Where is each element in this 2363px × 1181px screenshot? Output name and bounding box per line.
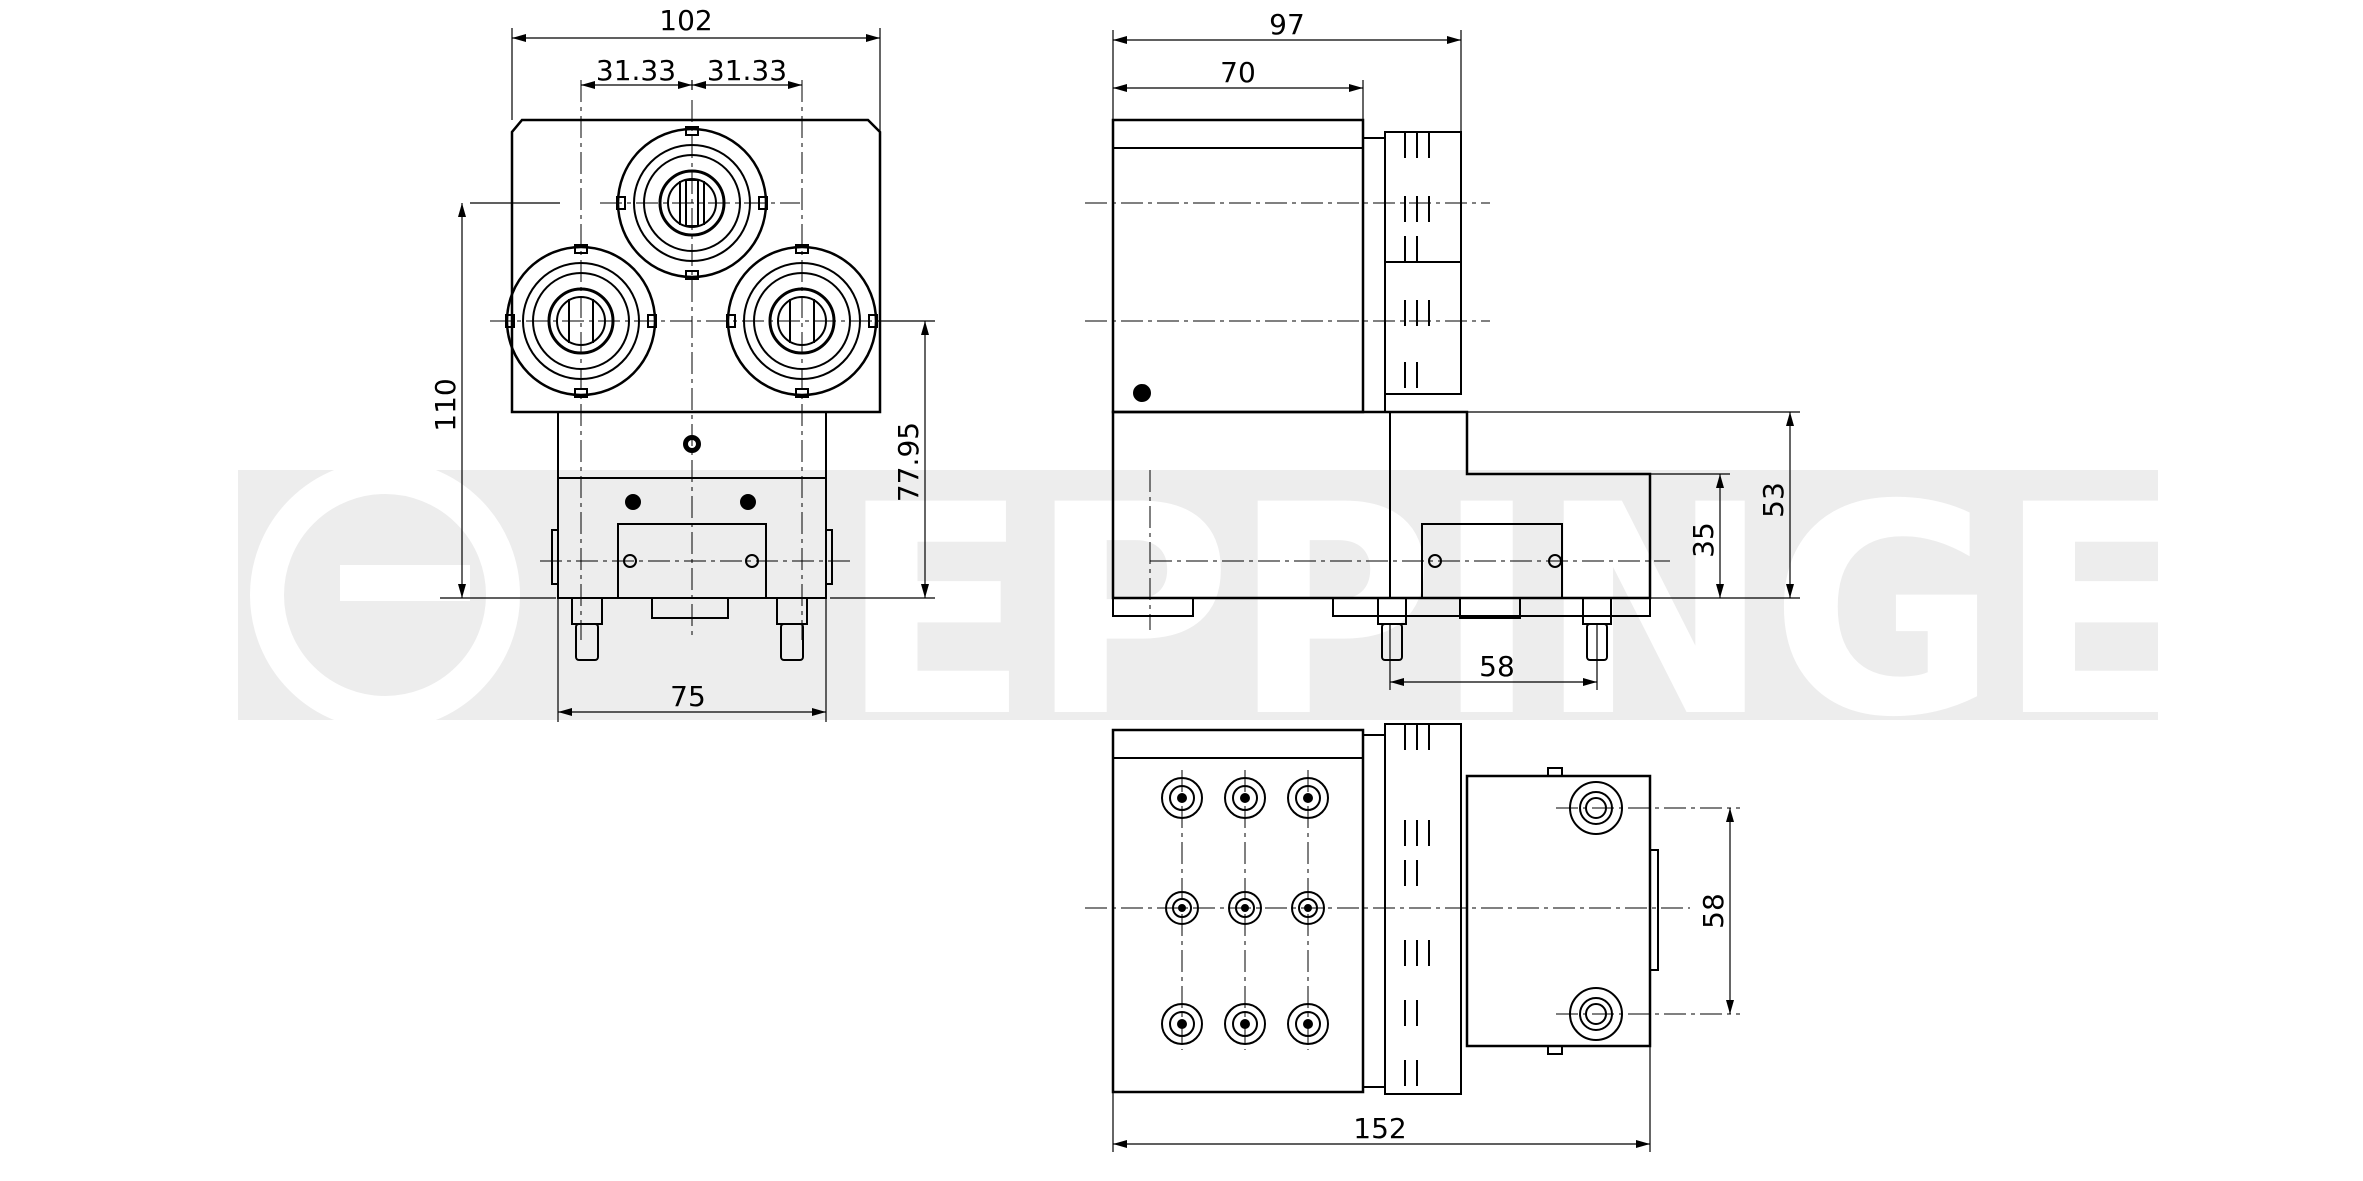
dim-spacing-left: 31.33	[596, 54, 676, 87]
front-body-outline	[510, 118, 882, 414]
dim-axis-height: 77.95	[892, 422, 925, 502]
dim-height-total: 110	[429, 378, 462, 431]
front-screw-left	[625, 494, 641, 510]
front-screw-right	[740, 494, 756, 510]
top-dimensions	[1112, 808, 1731, 1152]
dim-body-depth: 70	[1220, 56, 1256, 89]
side-screw	[1133, 384, 1151, 402]
dim-bottom-offset: 58	[1479, 650, 1515, 683]
top-view: 58 152	[1085, 723, 1740, 1152]
side-body	[1111, 118, 1365, 414]
side-view: 97 70 53 35 58	[1085, 8, 1800, 690]
front-view: 102 31.33 31.33 110 77.95 75	[429, 4, 935, 722]
dim-depth-total: 97	[1269, 8, 1305, 41]
dim-width-total: 102	[659, 4, 712, 37]
watermark-logo-icon	[250, 460, 520, 730]
top-center-lines	[1085, 770, 1740, 1050]
front-center-lines	[490, 80, 900, 640]
front-pin-left-tip	[575, 623, 599, 661]
top-body	[1111, 728, 1365, 1094]
dim-spacing-right: 31.33	[707, 54, 787, 87]
top-base-block	[1465, 774, 1652, 1048]
front-pin-right-tip	[780, 623, 804, 661]
side-dimensions	[1112, 30, 1800, 690]
side-center-lines	[1085, 202, 1670, 630]
dim-step-height: 53	[1757, 482, 1790, 518]
front-key	[651, 597, 729, 619]
watermark-text: EPPINGER	[840, 444, 2363, 781]
dim-mount-height: 35	[1687, 522, 1720, 558]
dim-bolt-spacing: 58	[1697, 893, 1730, 929]
front-dimensions	[440, 28, 935, 722]
dim-length-total: 152	[1353, 1112, 1406, 1145]
dim-base-width: 75	[670, 680, 706, 713]
